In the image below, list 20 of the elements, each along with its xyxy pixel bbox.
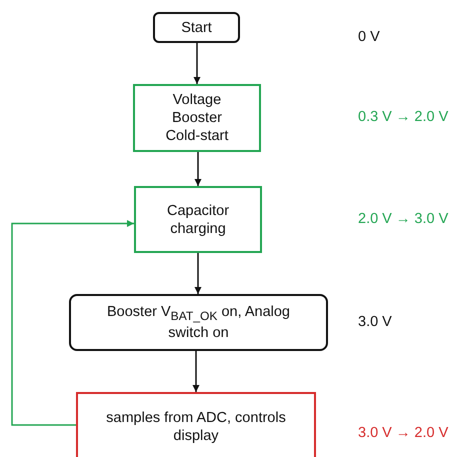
process-box <box>153 12 240 43</box>
box-label: Start <box>180 18 213 36</box>
arrow <box>11 220 134 426</box>
arrow <box>194 253 202 294</box>
voltage-label: 2.0 V → 3.0 V <box>358 211 448 227</box>
arrow <box>194 43 200 84</box>
process-box <box>69 294 328 351</box>
arrow <box>192 351 200 392</box>
box-label: Booster V$_{BAT_OK}$ on, Analog switch on <box>106 302 292 342</box>
voltage-label: 0.3 V → 2.0 V <box>358 109 448 125</box>
box-label: Voltage Booster Cold-start <box>164 91 230 145</box>
process-box <box>133 84 261 152</box>
box-label: samples from ADC, controls display <box>105 409 287 445</box>
box-label: Capacitor charging <box>166 202 230 238</box>
process-box <box>76 392 316 457</box>
arrow <box>194 152 202 186</box>
voltage-label: 0 V <box>358 29 380 45</box>
voltage-label: 3.0 V → 2.0 V <box>358 425 448 441</box>
process-box <box>134 186 262 253</box>
voltage-label: 3.0 V <box>358 314 392 330</box>
